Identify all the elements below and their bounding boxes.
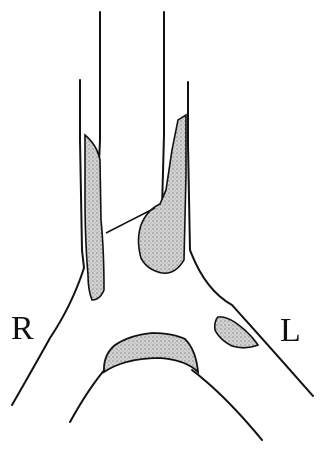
trachea-right-wall xyxy=(12,80,84,405)
left-bronchus-lesion xyxy=(215,317,258,348)
left-main-bronchus-inner-wall xyxy=(192,370,262,440)
right-wall-lesion xyxy=(85,135,104,300)
carina-lesion xyxy=(104,333,198,372)
right-side-label: R xyxy=(11,312,34,346)
left-side-label: L xyxy=(280,314,301,348)
right-main-bronchus-inner-wall xyxy=(70,367,107,422)
